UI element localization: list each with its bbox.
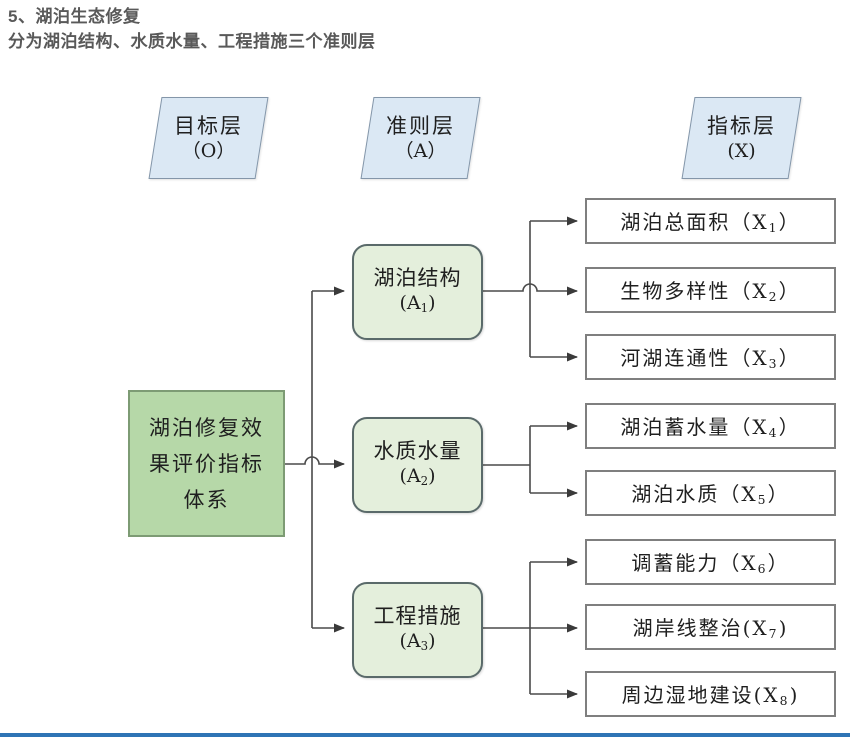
- bottom-divider: [0, 733, 850, 737]
- indicator-node-x1: 湖泊总面积（X1）: [585, 198, 836, 244]
- layer-header-goal-code: （O）: [181, 140, 236, 162]
- indicator-node-x3-label: 河湖连通性（X3）: [620, 346, 801, 372]
- criteria-node-a3-code: (A3): [399, 629, 436, 653]
- page-heading: 5、湖泊生态修复 分为湖泊结构、水质水量、工程措施三个准则层: [8, 4, 376, 54]
- criteria-node-a2: 水质水量 (A2): [352, 417, 483, 513]
- layer-header-indicator: 指标层 (X): [681, 97, 802, 179]
- layer-header-criteria-code: （A）: [394, 140, 447, 162]
- criteria-node-a2-code: (A2): [399, 464, 436, 488]
- criteria-node-a1-title: 湖泊结构: [373, 265, 462, 290]
- indicator-node-x6-label: 调蓄能力（X6）: [631, 551, 790, 577]
- indicator-node-x2: 生物多样性（X2）: [585, 267, 836, 313]
- indicator-node-x4-label: 湖泊蓄水量（X4）: [620, 415, 801, 441]
- layer-header-goal: 目标层 （O）: [148, 97, 269, 179]
- indicator-node-x4: 湖泊蓄水量（X4）: [585, 403, 836, 449]
- layer-header-criteria: 准则层 （A）: [360, 97, 481, 179]
- layer-header-criteria-name: 准则层: [386, 114, 455, 138]
- criteria-node-a1: 湖泊结构 (A1): [352, 244, 483, 340]
- heading-line-2: 分为湖泊结构、水质水量、工程措施三个准则层: [8, 32, 376, 51]
- goal-node: 湖泊修复效 果评价指标 体系: [128, 390, 285, 537]
- layer-header-indicator-name: 指标层: [707, 114, 776, 138]
- criteria-node-a1-code: (A1): [399, 291, 436, 315]
- goal-node-line: 湖泊修复效: [149, 415, 264, 440]
- indicator-node-x6: 调蓄能力（X6）: [585, 539, 836, 585]
- criteria-node-a3: 工程措施 (A3): [352, 582, 483, 678]
- criteria-node-a2-title: 水质水量: [373, 438, 462, 463]
- layer-header-indicator-code: (X): [727, 140, 756, 162]
- heading-line-1: 5、湖泊生态修复: [8, 7, 141, 26]
- goal-node-line: 果评价指标: [149, 451, 264, 476]
- indicator-node-x5: 湖泊水质（X5）: [585, 470, 836, 516]
- indicator-node-x8: 周边湿地建设(X8): [585, 671, 836, 717]
- goal-node-line: 体系: [183, 487, 230, 512]
- indicator-node-x8-label: 周边湿地建设(X8): [621, 683, 800, 709]
- indicator-node-x7-label: 湖岸线整治(X7): [632, 616, 789, 642]
- indicator-node-x1-label: 湖泊总面积（X1）: [620, 210, 801, 236]
- indicator-node-x5-label: 湖泊水质（X5）: [631, 482, 790, 508]
- indicator-node-x7: 湖岸线整治(X7): [585, 604, 836, 650]
- layer-header-goal-name: 目标层: [174, 114, 243, 138]
- indicator-node-x2-label: 生物多样性（X2）: [620, 279, 801, 305]
- criteria-node-a3-title: 工程措施: [373, 603, 462, 628]
- indicator-node-x3: 河湖连通性（X3）: [585, 334, 836, 380]
